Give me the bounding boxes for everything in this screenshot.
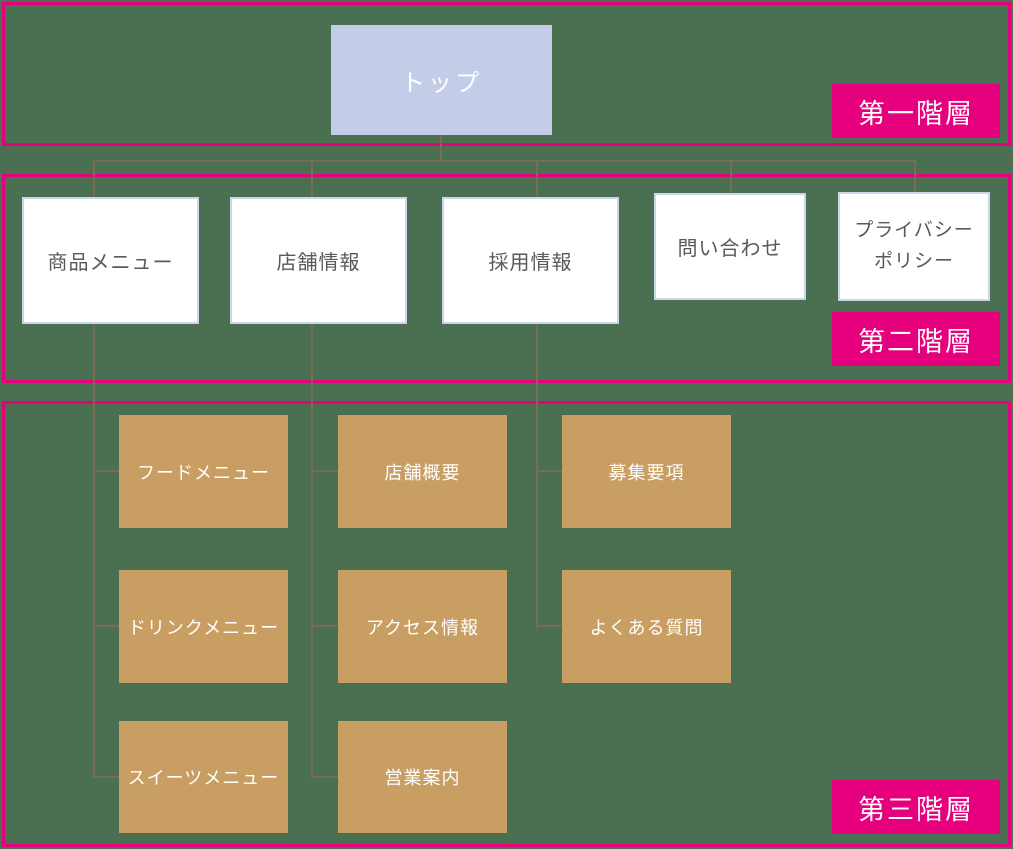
tier1-label: 第一階層 [832,84,1000,138]
node-faq: よくある質問 [562,570,731,683]
node-food-menu: フードメニュー [119,415,288,528]
connector-drop-store-info [311,160,313,198]
tier2-frame [2,174,1011,383]
tier2-label: 第二階層 [832,312,1000,366]
connector-spine-product-menu [93,324,95,778]
node-recruit-info: 採用情報 [442,197,619,324]
connector-level2-bus [93,160,916,162]
node-sweets-menu: スイーツメニュー [119,721,288,833]
node-top: トップ [331,25,552,135]
connector-stub-food-menu [93,470,119,472]
connector-stub-store-overview [311,470,338,472]
connector-stub-access-info [311,625,338,627]
connector-drop-contact [730,160,732,194]
connector-drop-privacy-policy [914,160,916,193]
connector-stub-recruit-guidelines [536,470,562,472]
node-business-hours: 営業案内 [338,721,507,833]
node-contact: 問い合わせ [654,193,806,300]
node-privacy-policy: プライバシー ポリシー [838,192,990,301]
connector-spine-store-info [311,324,313,778]
connector-stub-sweets-menu [93,776,119,778]
node-product-menu: 商品メニュー [22,197,199,324]
connector-spine-recruit-info [536,324,538,628]
connector-top-drop [440,135,442,162]
node-recruit-guidelines: 募集要項 [562,415,731,528]
tier3-frame [2,401,1011,847]
connector-drop-recruit-info [536,160,538,198]
node-store-info: 店舗情報 [230,197,407,324]
node-access-info: アクセス情報 [338,570,507,683]
connector-stub-faq [536,625,562,627]
connector-stub-drink-menu [93,625,119,627]
connector-stub-business-hours [311,776,338,778]
node-store-overview: 店舗概要 [338,415,507,528]
connector-drop-product-menu [93,160,95,198]
tier3-label: 第三階層 [832,780,1000,834]
node-drink-menu: ドリンクメニュー [119,570,288,683]
tier1-frame [2,2,1011,146]
